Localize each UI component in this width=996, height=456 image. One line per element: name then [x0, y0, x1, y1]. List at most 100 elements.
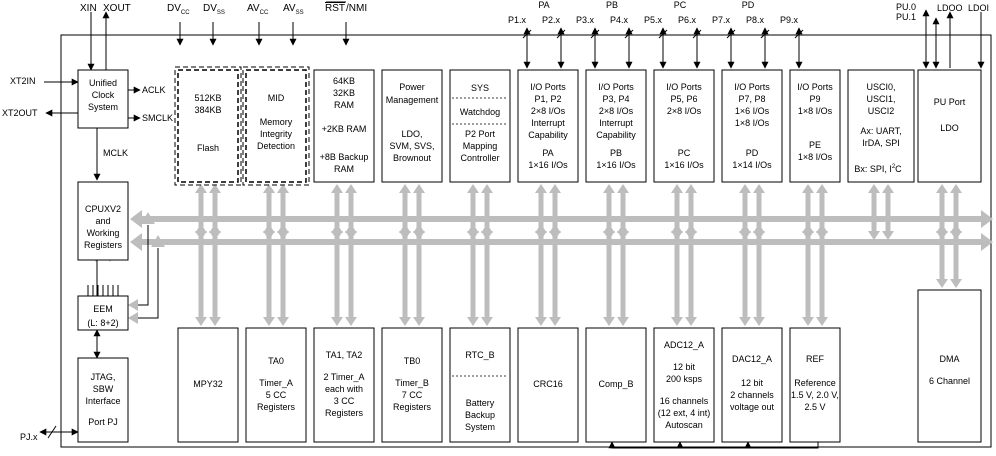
- ioc-text-0: I/O Ports: [666, 82, 702, 92]
- iod-text-4: PD: [746, 148, 759, 158]
- usci-text-4: IrDA, SPI: [862, 138, 900, 148]
- usci-text-0: USCI0,: [866, 82, 895, 92]
- sys-text-1: Watchdog: [460, 107, 500, 117]
- tb0-text-1: Timer_B: [395, 378, 429, 388]
- xout-label: XOUT: [103, 3, 131, 14]
- tb0-text-3: Registers: [393, 402, 432, 412]
- iod-text-0: I/O Ports: [734, 82, 770, 92]
- ref-text-2: 1.5 V, 2.0 V,: [791, 390, 839, 400]
- port-pin-label: P9.x: [780, 15, 799, 25]
- port-pin-label: P1.x: [508, 15, 527, 25]
- pmm-text-3: SVM, SVS,: [389, 141, 434, 151]
- svg-text:DVSS: DVSS: [203, 3, 225, 16]
- iob-text-0: I/O Ports: [598, 82, 634, 92]
- adc-text-3: 16 channels: [660, 396, 709, 406]
- ioa-text-2: 2×8 I/Os: [531, 106, 566, 116]
- ioc-text-1: P5, P6: [670, 94, 697, 104]
- ram-text-0: 64KB: [333, 76, 355, 86]
- port-pin-label: P5.x: [644, 15, 663, 25]
- ioa-text-6: 1×16 I/Os: [528, 160, 568, 170]
- mid-text-2: Integrity: [260, 129, 293, 139]
- pu-text-0: PU Port: [934, 97, 966, 107]
- ta0-text-1: Timer_A: [259, 378, 293, 388]
- xt2in-label: XT2IN: [10, 76, 36, 86]
- mclk-label: MCLK: [103, 148, 128, 158]
- block-crc: CRC16: [517, 327, 579, 443]
- svg-text:AVSS: AVSS: [283, 3, 304, 16]
- port-name-label: PB: [606, 0, 618, 10]
- rst-label: RST: [325, 3, 345, 14]
- pu-text-1: LDO: [940, 123, 959, 133]
- svg-text:DVCC: DVCC: [167, 3, 190, 16]
- ta12-text-1: 2 Timer_A: [323, 372, 364, 382]
- ioe-text-1: P9: [809, 94, 820, 104]
- port-pin-label: P8.x: [746, 15, 765, 25]
- ioe-text-2: 1×8 I/Os: [798, 106, 833, 116]
- port-name-label: PD: [742, 0, 755, 10]
- eem-text-1: (L: 8+2): [87, 318, 118, 328]
- iob-text-6: 1×16 I/Os: [596, 160, 636, 170]
- port-pin-label: P3.x: [576, 15, 595, 25]
- jtag-text-0: JTAG,: [91, 372, 116, 382]
- nmi-label: /NMI: [346, 3, 367, 14]
- xt2out-label: XT2OUT: [2, 108, 38, 118]
- port-pe-pins: P9.x: [780, 15, 804, 69]
- block-eem: EEM(L: 8+2): [77, 295, 129, 331]
- ioa-text-1: P1, P2: [534, 94, 561, 104]
- adc-text-0: ADC12_A: [664, 340, 704, 350]
- avcc-label: AV: [247, 3, 260, 14]
- rtc-text-0: RTC_B: [465, 350, 494, 360]
- rtc-text-3: System: [465, 422, 495, 432]
- mid-text-1: Memory: [260, 117, 293, 127]
- usci-bx-text: Bx: SPI, I2C: [854, 164, 902, 174]
- port-name-label: PA: [538, 0, 549, 10]
- ta12-text-2: each with: [325, 384, 363, 394]
- dvcc-label: DV: [167, 3, 181, 14]
- iod-text-3: 1×8 I/Os: [735, 118, 770, 128]
- iob-text-2: 2×8 I/Os: [599, 106, 634, 116]
- pjx-label: PJ.x: [20, 432, 38, 442]
- ioa-text-5: PA: [542, 148, 553, 158]
- dma-text-1: 6 Channel: [929, 376, 970, 386]
- eem-bus-links: [128, 212, 165, 324]
- analog-interconnect: [608, 441, 819, 449]
- adc-text-4: (12 ext, 4 int): [658, 408, 711, 418]
- port-pin-label: P6.x: [678, 15, 697, 25]
- flash-text-2: Flash: [197, 143, 219, 153]
- jtag-text-3: Port PJ: [88, 417, 118, 427]
- cpu-text-3: Registers: [84, 240, 123, 250]
- cpu-text-1: and: [95, 216, 110, 226]
- block-comp: Comp_B: [585, 327, 647, 443]
- ta0-text-2: 5 CC: [266, 390, 287, 400]
- sys-text-4: Controller: [460, 153, 499, 163]
- ucs-text-1: Clock: [92, 90, 115, 100]
- ram-text-5: RAM: [334, 164, 354, 174]
- iod-text-1: P7, P8: [738, 94, 765, 104]
- ta0-text-3: Registers: [257, 402, 296, 412]
- ioa-text-4: Capability: [528, 130, 568, 140]
- usci-text-1: USCI1,: [866, 94, 895, 104]
- top-power-pins: XIN XOUT DVCC DVSS AVCC AVSS RST /NMI: [80, 1, 367, 71]
- jtag-text-1: SBW: [93, 384, 114, 394]
- svg-text:RST: RST: [325, 3, 345, 14]
- pu1-label: PU.1: [896, 12, 916, 22]
- rtc-text-2: Backup: [465, 410, 495, 420]
- block-mpy: MPY32: [177, 327, 239, 443]
- dac-text-3: voltage out: [730, 402, 775, 412]
- tb0-text-2: 7 CC: [402, 390, 423, 400]
- pmm-text-0: Power: [399, 82, 425, 92]
- pmm-text-1: Management: [386, 95, 439, 105]
- ldoo-label: LDOO: [937, 3, 963, 13]
- ioc-text-4: 1×16 I/Os: [664, 160, 704, 170]
